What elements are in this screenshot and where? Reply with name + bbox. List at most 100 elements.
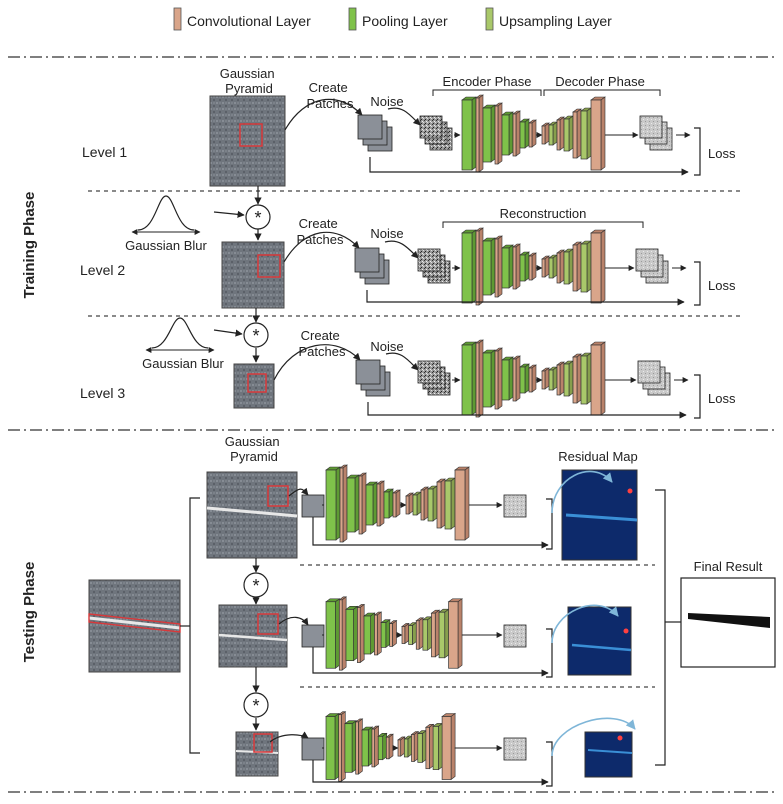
- level1-net-layer-6-side: [524, 118, 530, 149]
- decoder-bracket: [543, 89, 661, 96]
- level3-noise: Noise: [370, 339, 403, 354]
- level3-net-layer-0: [461, 344, 473, 416]
- level2-net-layer-11: [556, 252, 561, 284]
- test-level2-image: [218, 604, 288, 668]
- test-level3-patch: [301, 737, 325, 761]
- level3-net-layer-10-side: [552, 366, 558, 391]
- level2-noise: Noise: [370, 226, 403, 241]
- test-level3-net-layer-5: [371, 728, 375, 768]
- level3-net-layer-13: [572, 356, 578, 404]
- test-level2-net-layer-15: [448, 601, 459, 669]
- level2-net-layer-11-side: [559, 249, 565, 284]
- level2-net-layer-2: [482, 240, 492, 296]
- level1-net-layer-12: [563, 118, 570, 152]
- level2-image: [221, 241, 285, 309]
- test-level3-brace: [546, 741, 553, 787]
- test-gaussian-pyramid-line2: Pyramid: [230, 449, 278, 464]
- level1-image: [209, 95, 286, 187]
- test-level3-net-layer-15: [441, 716, 452, 780]
- gaussian-blur-label-2: Gaussian Blur: [142, 356, 224, 371]
- final-result-image: [680, 577, 776, 668]
- test-level1-net-layer-9: [405, 495, 410, 515]
- convolve-circle-1: *: [245, 204, 271, 230]
- test-level1-net-layer-14-side: [450, 477, 456, 530]
- test-level3-recon: [503, 737, 527, 761]
- level1-net-layer-13-side: [576, 108, 582, 159]
- test-level3-net-layer-3: [355, 721, 359, 775]
- level2-net-layer-12-side: [568, 248, 574, 285]
- test-level3-net-layer-14: [432, 726, 439, 770]
- test-level3-net-layer-13: [425, 726, 430, 770]
- test-level3-net-layer-10: [403, 738, 409, 758]
- level1-net-layer-9: [541, 125, 546, 145]
- level3-net-layer-7-side: [531, 364, 537, 393]
- level2-net-layer-5-side: [515, 243, 521, 290]
- level1-net-layer-4: [501, 114, 510, 156]
- test-level2-net-layer-12: [422, 619, 428, 651]
- legend-pool: Pooling Layer: [348, 7, 448, 31]
- test-level2-net-layer-12-side: [427, 616, 432, 651]
- test-level2-recon: [503, 624, 527, 648]
- level2-net-layer-13-side: [576, 241, 582, 292]
- test-level2-patch-arrow: [278, 616, 309, 626]
- level1-loss-brace: [694, 127, 701, 176]
- level2-noise-arrow: [384, 240, 419, 259]
- level3-create-patches: Create Patches: [299, 328, 346, 359]
- test-level1-net-layer-4: [365, 484, 374, 526]
- level1-net-layer-14-side: [586, 107, 592, 160]
- level1-patch-0: [357, 114, 383, 140]
- level3-net-layer-9-side: [544, 367, 550, 390]
- level2-net-layer-3-side: [497, 235, 503, 298]
- gaussian-pyramid-line1: Gaussian: [220, 66, 275, 81]
- test-convolve-circle-1: *: [243, 572, 269, 598]
- level2-net-layer-0: [461, 232, 473, 304]
- test-gaussian-pyramid-line1: Gaussian: [225, 434, 280, 449]
- level3-net-layer-5-side: [515, 355, 521, 402]
- test-level2-net-layer-9: [401, 626, 406, 644]
- test-convolve-circle-2: *: [243, 692, 269, 718]
- level3-net-layer-11-side: [559, 361, 565, 396]
- level2-net-layer-10-side: [552, 254, 558, 279]
- level1-net-layer-14: [580, 110, 588, 160]
- level3-net-layer-3: [494, 350, 499, 410]
- level2-net-layer-6-side: [524, 251, 530, 282]
- test-level1-recon: [503, 494, 527, 518]
- test-level1-brace: [546, 498, 553, 550]
- level1-net-layer-1: [475, 97, 480, 173]
- level1-skip-line: [369, 157, 689, 176]
- level2-net-layer-7: [528, 255, 533, 281]
- test-level2-residual-arrow: [551, 604, 619, 644]
- level2-net-layer-13: [572, 244, 578, 292]
- residual-map-1: [561, 469, 638, 561]
- test-level1-net-layer-3-side: [361, 472, 367, 535]
- test-level2-net-layer-3-side: [359, 603, 365, 664]
- test-level1-net-layer-11-side: [423, 486, 429, 521]
- test-level2-net-layer-3: [357, 607, 361, 663]
- level1-noise-arrow: [387, 107, 421, 126]
- test-level1-net-layer-5: [376, 483, 381, 527]
- test-level2-net-layer-5: [374, 614, 378, 656]
- test-level1-net-layer-14: [444, 480, 452, 530]
- level2-net-layer-5: [512, 246, 517, 290]
- level2-net-layer-3: [494, 238, 499, 298]
- test-level2-net-layer-0: [325, 601, 336, 669]
- svg-text:*: *: [252, 326, 259, 346]
- test-level1-net-layer-7: [392, 492, 397, 518]
- test-level2-net-layer-9-side: [404, 622, 410, 645]
- level1-net-layer-11: [556, 119, 561, 151]
- svg-text:*: *: [254, 208, 261, 228]
- legend-up: Upsampling Layer: [485, 7, 612, 31]
- test-level3-net-layer-7-side: [388, 733, 394, 760]
- test-level1-net-layer-6: [383, 491, 390, 519]
- test-level3-net-layer-1: [338, 714, 342, 782]
- test-level1-net-layer-1-side: [342, 464, 348, 543]
- gaussian-pyramid-line2: Pyramid: [225, 81, 273, 96]
- test-level1-net-layer-7-side: [395, 489, 401, 518]
- test-input-image: [88, 579, 181, 673]
- level3-net-layer-1-side: [478, 339, 484, 418]
- level1-noise: Noise: [370, 94, 403, 109]
- test-level2-patch: [301, 624, 325, 648]
- level1-create-patches: Create Patches: [307, 80, 354, 111]
- test-level2-skip-line: [312, 647, 549, 677]
- level1-net-layer-12-side: [568, 115, 574, 152]
